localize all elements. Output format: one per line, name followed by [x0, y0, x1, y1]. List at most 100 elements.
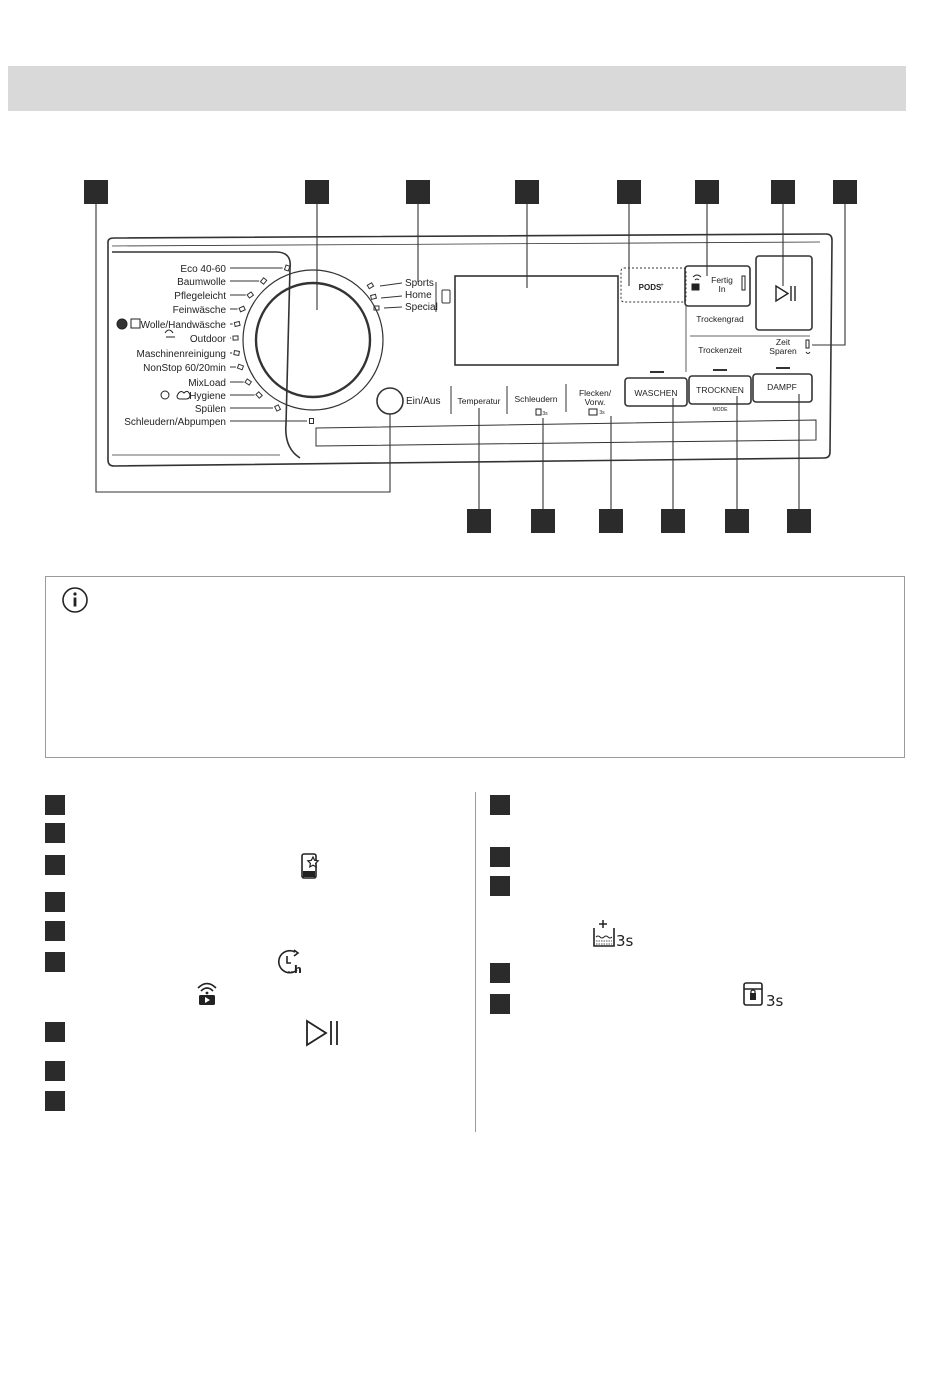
legend-square-5 — [45, 921, 65, 941]
program-outdoor: Outdoor — [190, 334, 227, 345]
remote-small-icon — [691, 283, 700, 291]
start-pause-play-icon — [775, 284, 790, 303]
start-pause-bars-icon — [790, 286, 796, 301]
program-wolle: Wolle/Handwäsche — [141, 320, 227, 331]
program-led — [309, 418, 314, 424]
time-save-line2[interactable]: Sparen — [769, 346, 797, 356]
program-maschinenreinigung: Maschinenreinigung — [136, 349, 226, 360]
finish-in-line1[interactable]: Fertig — [711, 275, 733, 285]
program-led — [244, 378, 253, 386]
program-spuelen: Spülen — [195, 404, 226, 415]
time-save-line1[interactable]: Zeit — [776, 337, 791, 347]
program-feinwaesche: Feinwäsche — [173, 305, 227, 316]
svg-text:h: h — [294, 963, 302, 976]
mode-label: MODE — [713, 407, 729, 413]
finish-in-line2[interactable]: In — [718, 284, 725, 294]
legend-square-12 — [490, 876, 510, 896]
legend-square-6 — [45, 952, 65, 972]
app-program-sports: Sports — [405, 278, 434, 289]
program-led — [246, 291, 255, 299]
app-program-special: Special — [405, 302, 438, 313]
legend-square-11 — [490, 847, 510, 867]
program-led — [259, 277, 268, 285]
callout-8 — [812, 203, 846, 346]
finish-led — [741, 275, 746, 291]
stain-icon: 3s — [593, 920, 634, 950]
app-program-home: Home — [405, 290, 432, 301]
callout-square-13 — [725, 509, 749, 533]
dry-button-outline — [688, 375, 752, 405]
legend-square-10 — [490, 795, 510, 815]
panel-outline — [107, 233, 833, 467]
legend-square-8 — [45, 1061, 65, 1081]
legend-square-7 — [45, 1022, 65, 1042]
display-window — [454, 275, 619, 366]
legend-square-9 — [45, 1091, 65, 1111]
callout-square-6 — [695, 180, 719, 204]
handwash-icon — [130, 318, 141, 329]
program-led — [232, 335, 239, 341]
dry-level-button[interactable]: Trockengrad — [696, 314, 744, 324]
callout-square-4 — [515, 180, 539, 204]
child-lock-icon: 3s — [743, 982, 784, 1010]
lower-strip — [315, 419, 817, 447]
power-label: Ein/Aus — [406, 396, 440, 407]
stain-hint: 3s — [599, 410, 605, 416]
info-note-box — [45, 576, 905, 758]
program-eco: Eco 40-60 — [180, 264, 226, 275]
program-led — [238, 305, 246, 313]
callout-square-9 — [467, 509, 491, 533]
app-phone-icon — [441, 289, 451, 304]
program-schleudern: Schleudern/Abpumpen — [124, 417, 226, 428]
program-baumwolle: Baumwolle — [177, 277, 226, 288]
program-nonstop: NonStop 60/20min — [143, 363, 226, 374]
stain-button-line1[interactable]: Flecken/ — [579, 388, 612, 398]
hygiene-steam-icon — [176, 390, 191, 400]
program-led — [283, 264, 291, 272]
program-led — [255, 391, 263, 399]
dry-time-button[interactable]: Trockenzeit — [698, 345, 742, 355]
callout-square-5 — [617, 180, 641, 204]
play-pause-icon — [306, 1019, 338, 1047]
stain-icon-3s: 3s — [616, 932, 634, 950]
power-button-circle — [376, 387, 404, 415]
callout-square-11 — [599, 509, 623, 533]
spin-lock-icon — [535, 408, 542, 416]
callout-square-14 — [787, 509, 811, 533]
program-led — [233, 350, 241, 356]
wash-button[interactable]: WASCHEN — [634, 388, 677, 398]
temperature-button[interactable]: Temperatur — [458, 396, 501, 406]
info-icon — [62, 587, 88, 613]
legend-square-3 — [45, 855, 65, 875]
delay-timer-icon: h — [278, 949, 302, 976]
callout-square-7 — [771, 180, 795, 204]
callout-square-8 — [833, 180, 857, 204]
program-hygiene: Hygiene — [189, 391, 226, 402]
spin-lock-hint: 3s — [542, 411, 548, 417]
dry-button[interactable]: TROCKNEN — [696, 385, 744, 395]
stain-button-line2[interactable]: Vorw. — [585, 397, 606, 407]
legend-square-2 — [45, 823, 65, 843]
legend-square-1 — [45, 795, 65, 815]
program-pflegeleicht: Pflegeleicht — [174, 291, 226, 302]
legend-square-13 — [490, 963, 510, 983]
pods-button[interactable]: PODS — [639, 283, 662, 292]
time-save-led — [805, 339, 810, 349]
callout-square-10 — [531, 509, 555, 533]
legend-square-4 — [45, 892, 65, 912]
program-led — [273, 404, 282, 412]
spin-button[interactable]: Schleudern — [514, 394, 557, 404]
steam-button[interactable]: DAMPF — [767, 382, 797, 392]
child-lock-3s: 3s — [766, 992, 784, 1010]
legend-column-divider — [475, 792, 476, 1132]
remote-start-icon — [197, 982, 217, 1005]
legend-square-14 — [490, 994, 510, 1014]
program-led — [236, 363, 245, 371]
callout-square-3 — [406, 180, 430, 204]
hygiene-plus-icon — [160, 390, 170, 400]
callout-1 — [95, 203, 391, 493]
wash-button-outline — [624, 377, 688, 407]
wool-certified-icon — [116, 318, 128, 330]
app-star-icon — [301, 853, 320, 879]
outdoor-icon — [164, 329, 175, 338]
